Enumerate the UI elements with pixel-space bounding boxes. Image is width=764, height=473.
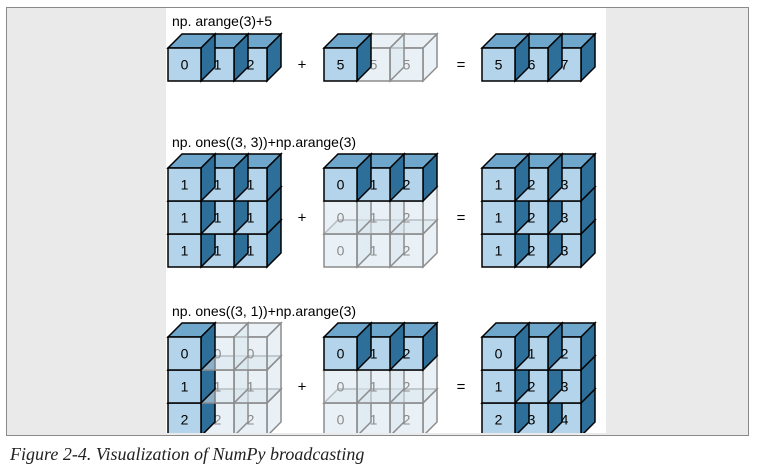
svg-text:1: 1 [214, 210, 222, 226]
plus-sign: + [298, 57, 307, 74]
svg-text:0: 0 [337, 177, 345, 193]
svg-text:2: 2 [403, 243, 411, 259]
svg-text:2: 2 [528, 243, 536, 259]
plus-sign: + [298, 210, 307, 227]
array-cell: 1 [166, 152, 217, 203]
svg-text:1: 1 [181, 243, 189, 259]
svg-text:1: 1 [181, 379, 189, 395]
svg-text:1: 1 [214, 177, 222, 193]
svg-text:0: 0 [495, 346, 503, 362]
svg-text:0: 0 [337, 210, 345, 226]
equals-sign: = [457, 379, 466, 396]
array-cell: 0 [232, 321, 283, 372]
operand-3: 3 2 1 3 2 1 3 2 1 [480, 152, 597, 269]
svg-text:3: 3 [561, 243, 569, 259]
plus-sign: + [298, 379, 307, 396]
array-cell: 5 [322, 32, 373, 83]
svg-text:1: 1 [214, 379, 222, 395]
array-cell: 0 [166, 321, 217, 372]
svg-text:1: 1 [370, 177, 378, 193]
broadcast-row-3: np. ones((3, 1))+np.arange(3) 2 2 2 1 1 1 0 0 0 2 1… [166, 303, 597, 433]
svg-text:0: 0 [181, 346, 189, 362]
svg-text:1: 1 [495, 379, 503, 395]
broadcast-row-1: np. arange(3)+5 2 1 0 5 5 5 7 6 5 + = [166, 13, 597, 83]
operand-3: 4 3 2 3 2 1 2 1 0 [480, 321, 597, 433]
row-label: np. ones((3, 3))+np.arange(3) [172, 134, 356, 150]
operand-2: 2 1 0 2 1 0 2 1 0 [322, 152, 439, 269]
array-cell: 5 [480, 32, 531, 83]
svg-text:1: 1 [370, 243, 378, 259]
svg-text:5: 5 [495, 57, 503, 73]
svg-text:0: 0 [337, 243, 345, 259]
array-cell: 0 [322, 321, 373, 372]
svg-text:1: 1 [247, 210, 255, 226]
svg-text:7: 7 [561, 57, 569, 73]
svg-text:1: 1 [528, 346, 536, 362]
svg-text:4: 4 [561, 412, 569, 428]
svg-text:3: 3 [561, 177, 569, 193]
operand-3: 7 6 5 [480, 32, 597, 83]
svg-text:5: 5 [370, 57, 378, 73]
svg-text:1: 1 [214, 243, 222, 259]
row-label: np. arange(3)+5 [172, 13, 272, 29]
svg-text:1: 1 [247, 379, 255, 395]
svg-text:2: 2 [403, 210, 411, 226]
svg-text:0: 0 [337, 379, 345, 395]
svg-text:1: 1 [247, 243, 255, 259]
svg-text:3: 3 [528, 412, 536, 428]
svg-text:2: 2 [214, 412, 222, 428]
svg-text:0: 0 [247, 346, 255, 362]
operand-1: 2 1 0 [166, 32, 283, 83]
svg-text:1: 1 [495, 210, 503, 226]
svg-text:2: 2 [403, 177, 411, 193]
array-cell: 0 [480, 321, 531, 372]
svg-text:1: 1 [181, 177, 189, 193]
operand-1: 1 1 1 1 1 1 1 1 1 [166, 152, 283, 269]
svg-text:1: 1 [214, 57, 222, 73]
svg-text:2: 2 [403, 346, 411, 362]
svg-text:2: 2 [561, 346, 569, 362]
operand-1: 2 2 2 1 1 1 0 0 0 [166, 321, 283, 433]
operand-2: 2 1 0 2 1 0 2 1 0 [322, 321, 439, 433]
svg-text:6: 6 [528, 57, 536, 73]
svg-text:1: 1 [495, 243, 503, 259]
svg-text:0: 0 [214, 346, 222, 362]
svg-text:1: 1 [247, 177, 255, 193]
svg-text:5: 5 [403, 57, 411, 73]
svg-text:1: 1 [495, 177, 503, 193]
svg-text:1: 1 [370, 379, 378, 395]
svg-text:2: 2 [495, 412, 503, 428]
svg-text:1: 1 [370, 412, 378, 428]
svg-text:0: 0 [337, 412, 345, 428]
svg-text:0: 0 [181, 57, 189, 73]
row-label: np. ones((3, 1))+np.arange(3) [172, 303, 356, 319]
svg-text:1: 1 [370, 346, 378, 362]
broadcast-row-2: np. ones((3, 3))+np.arange(3) 1 1 1 1 1 1 1 1 1 2 1… [166, 134, 597, 269]
svg-text:2: 2 [247, 412, 255, 428]
svg-text:2: 2 [181, 412, 189, 428]
operand-2: 5 5 5 [322, 32, 439, 83]
svg-text:2: 2 [403, 412, 411, 428]
svg-text:5: 5 [337, 57, 345, 73]
svg-text:1: 1 [181, 210, 189, 226]
array-cell: 0 [166, 32, 217, 83]
equals-sign: = [457, 210, 466, 227]
array-cell: 0 [322, 152, 373, 203]
svg-text:2: 2 [528, 177, 536, 193]
svg-text:2: 2 [247, 57, 255, 73]
svg-text:2: 2 [403, 379, 411, 395]
array-cell: 1 [480, 152, 531, 203]
svg-text:3: 3 [561, 210, 569, 226]
svg-text:1: 1 [370, 210, 378, 226]
svg-text:2: 2 [528, 210, 536, 226]
figure-caption: Figure 2-4. Visualization of NumPy broad… [10, 444, 365, 464]
svg-text:0: 0 [337, 346, 345, 362]
svg-text:2: 2 [528, 379, 536, 395]
equals-sign: = [457, 57, 466, 74]
svg-text:3: 3 [561, 379, 569, 395]
